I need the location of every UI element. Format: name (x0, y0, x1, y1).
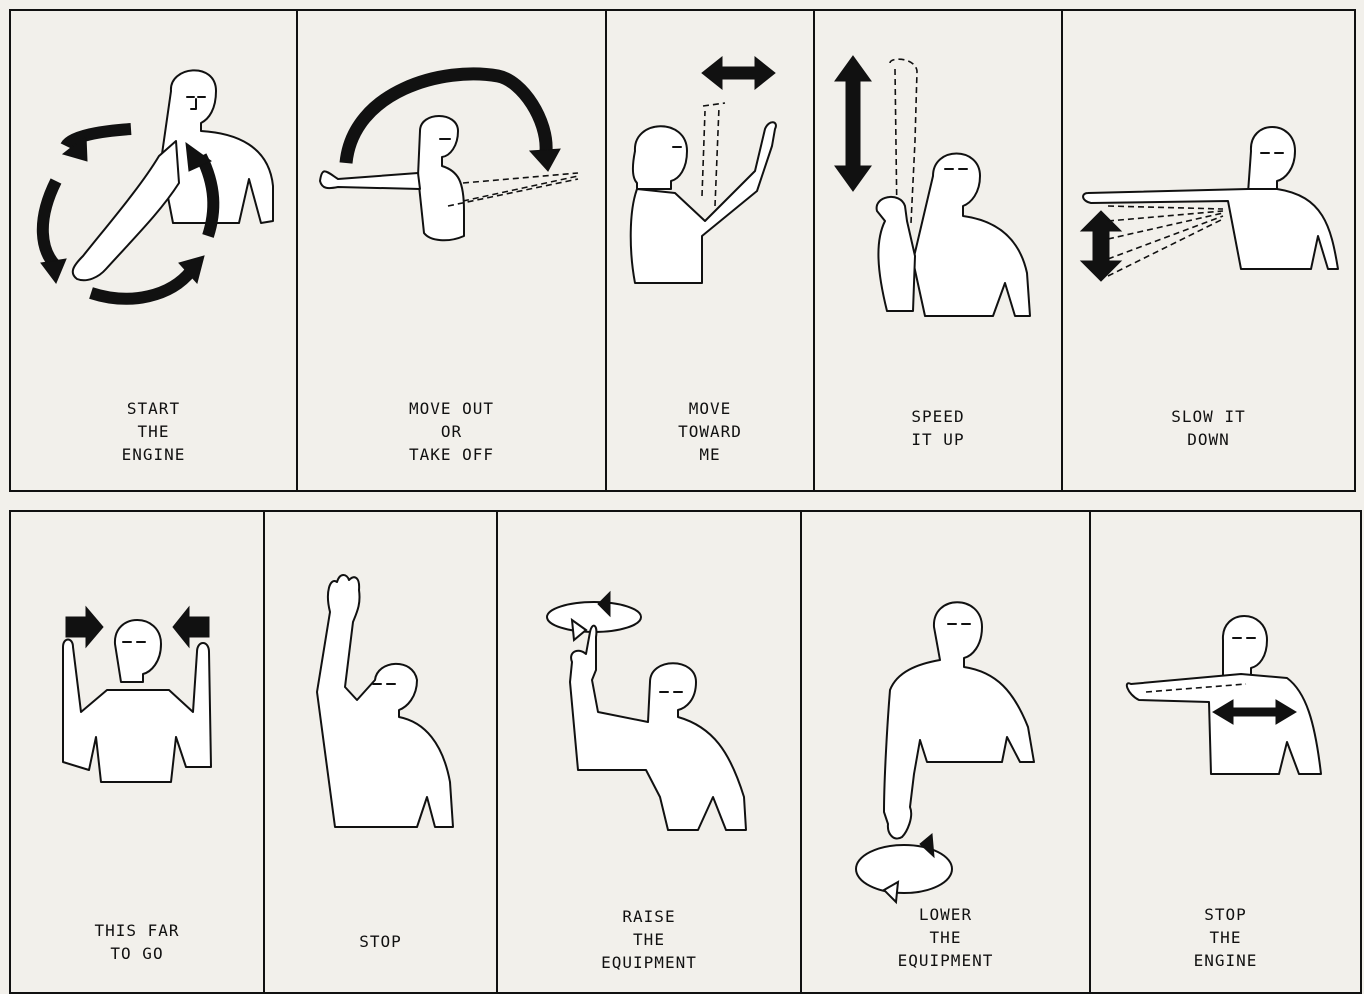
caption-this-far: THIS FAR TO GO (11, 919, 263, 965)
signal-panel-stop: STOP (263, 510, 498, 994)
figure-stop (265, 512, 496, 992)
signal-panel-start-engine: START THE ENGINE (9, 9, 298, 492)
caption-stop: STOP (265, 930, 496, 953)
signal-panel-move-toward: MOVE TOWARD ME (605, 9, 815, 492)
signal-panel-raise: RAISE THE EQUIPMENT (496, 510, 802, 994)
signal-panel-this-far: THIS FAR TO GO (9, 510, 265, 994)
caption-start-engine: START THE ENGINE (11, 397, 296, 466)
caption-speed-up: SPEED IT UP (815, 405, 1061, 451)
signal-panel-move-out: MOVE OUT OR TAKE OFF (296, 9, 607, 492)
signal-panel-stop-engine: STOP THE ENGINE (1089, 510, 1362, 994)
signal-panel-speed-up: SPEED IT UP (813, 9, 1063, 492)
caption-lower: LOWER THE EQUIPMENT (802, 903, 1089, 972)
caption-stop-engine: STOP THE ENGINE (1091, 903, 1360, 972)
caption-move-toward: MOVE TOWARD ME (607, 397, 813, 466)
signal-panel-lower: LOWER THE EQUIPMENT (800, 510, 1091, 994)
caption-raise: RAISE THE EQUIPMENT (498, 905, 800, 974)
signal-panel-slow-down: SLOW IT DOWN (1061, 9, 1356, 492)
caption-move-out: MOVE OUT OR TAKE OFF (298, 397, 605, 466)
caption-slow-down: SLOW IT DOWN (1063, 405, 1354, 451)
